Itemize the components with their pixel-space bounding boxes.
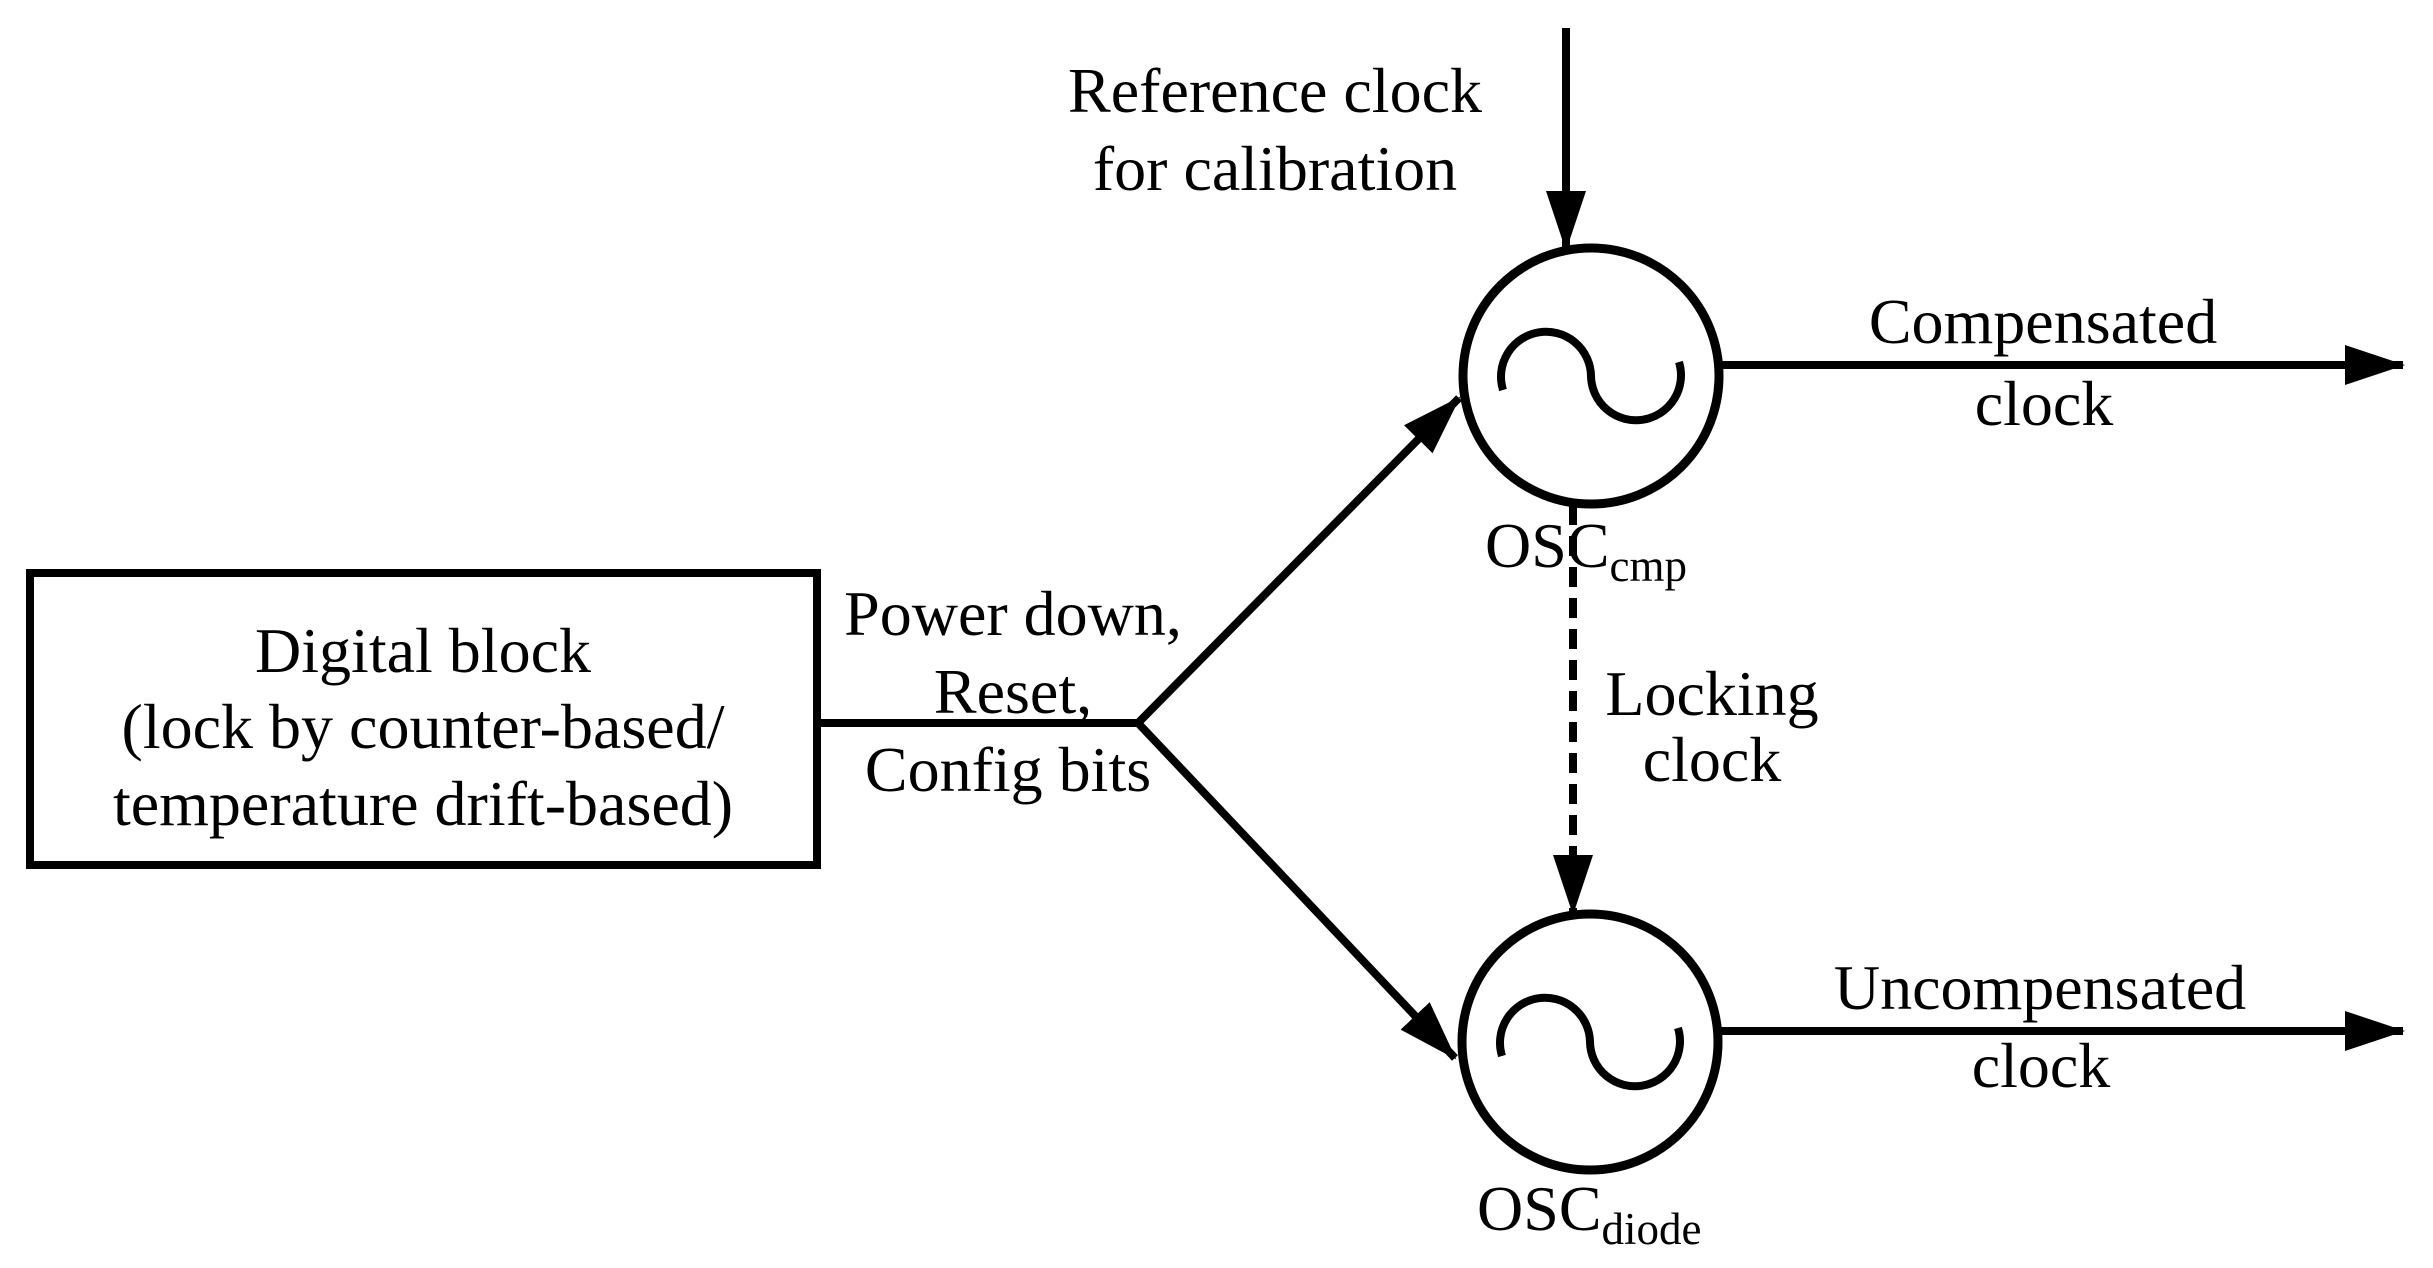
compensated-clock-label-line1: Compensated: [1869, 286, 2217, 357]
locking-clock-label-line1: Locking: [1605, 658, 1818, 729]
digital-block-label-line1: Digital block: [255, 615, 591, 686]
control-signals-label-line1: Power down,: [844, 578, 1182, 649]
control-signals-label-line2: Reset,: [934, 656, 1092, 727]
control-signals-label-line3: Config bits: [865, 734, 1151, 805]
osc-cmp-sine-icon: [1497, 327, 1685, 425]
digital-block-label-line3: temperature drift-based): [113, 768, 733, 839]
control-arrow-to-osc-cmp: [1135, 395, 1462, 726]
osc-diode-label: OSCdiode: [1477, 1173, 1701, 1254]
digital-block-label-line2: (lock by counter-based/: [122, 691, 725, 762]
compensated-clock-label-line2: clock: [1975, 368, 2114, 439]
uncompensated-clock-label-line2: clock: [1972, 1030, 2111, 1101]
osc-diode-sine-icon: [1496, 993, 1684, 1091]
reference-clock-label-line2: for calibration: [1093, 133, 1457, 204]
osc-cmp-label: OSCcmp: [1485, 510, 1687, 591]
locking-clock-label-line2: clock: [1643, 724, 1782, 795]
uncompensated-clock-label-line1: Uncompensated: [1834, 952, 2246, 1023]
reference-clock-label-line1: Reference clock: [1068, 55, 1482, 126]
digital-block: [26, 569, 821, 869]
control-arrow-to-osc-diode: [1135, 720, 1458, 1061]
